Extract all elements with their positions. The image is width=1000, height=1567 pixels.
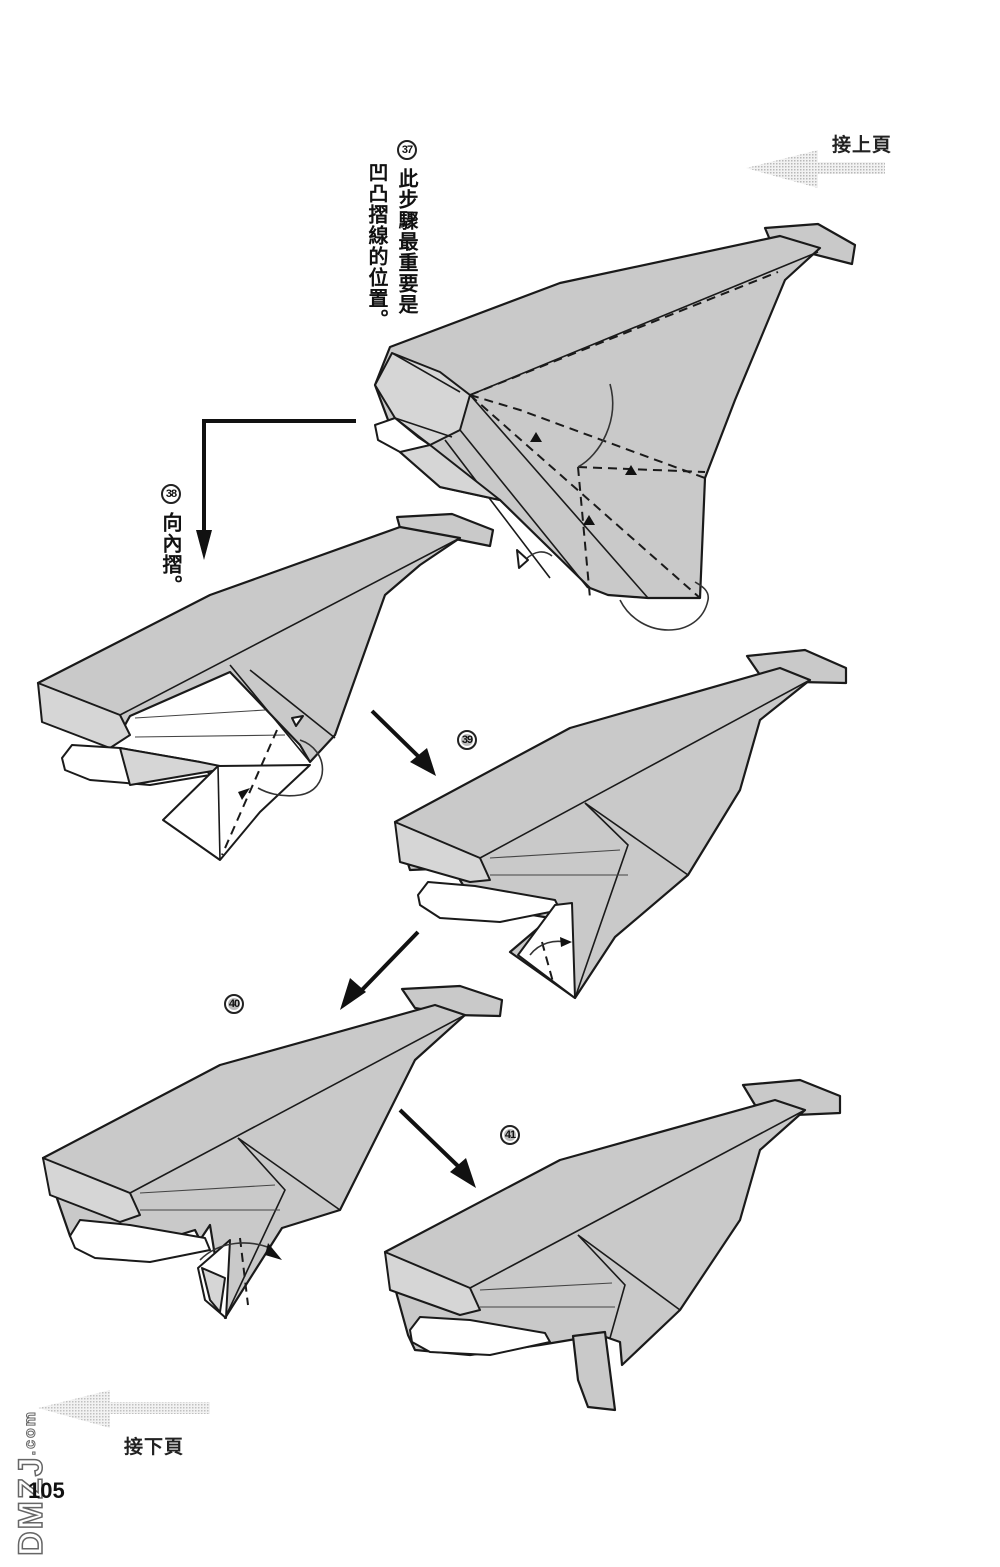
step-37-caption: 37 此步驟最重要是 凹凸摺線的位置。 [364, 140, 420, 350]
step-38-caption: 38 向內摺。 [158, 484, 184, 596]
step-arrow-icon [398, 1108, 476, 1188]
step-38-diagram [36, 512, 495, 861]
continue-from-previous-page: 接上頁 [740, 128, 900, 192]
step-37-caption-line-1: 37 此步驟最重要是 [394, 140, 420, 350]
left-arrow-icon [38, 1390, 210, 1428]
step-41-diagram [383, 1078, 842, 1412]
step-arrow-icon [370, 709, 436, 776]
step-37-badge: 37 [397, 140, 417, 160]
step-arrow-icon [340, 930, 420, 1010]
step-39-diagram [393, 648, 848, 1000]
step-37-caption-line-2: 凹凸摺線的位置。 [365, 162, 389, 330]
left-arrow-icon [746, 150, 885, 188]
continue-to-label: 接下頁 [124, 1436, 185, 1458]
continue-from-label: 接上頁 [832, 134, 893, 156]
step-40-badge: 40 [224, 994, 244, 1014]
step-37-diagram [373, 222, 857, 631]
step-40-diagram [41, 984, 504, 1320]
step-39-badge: 39 [457, 730, 477, 750]
page-number: 105 [28, 1478, 65, 1503]
step-38-badge: 38 [161, 484, 181, 504]
step-41-badge: 41 [500, 1125, 520, 1145]
down-arrow-icon [196, 419, 356, 560]
